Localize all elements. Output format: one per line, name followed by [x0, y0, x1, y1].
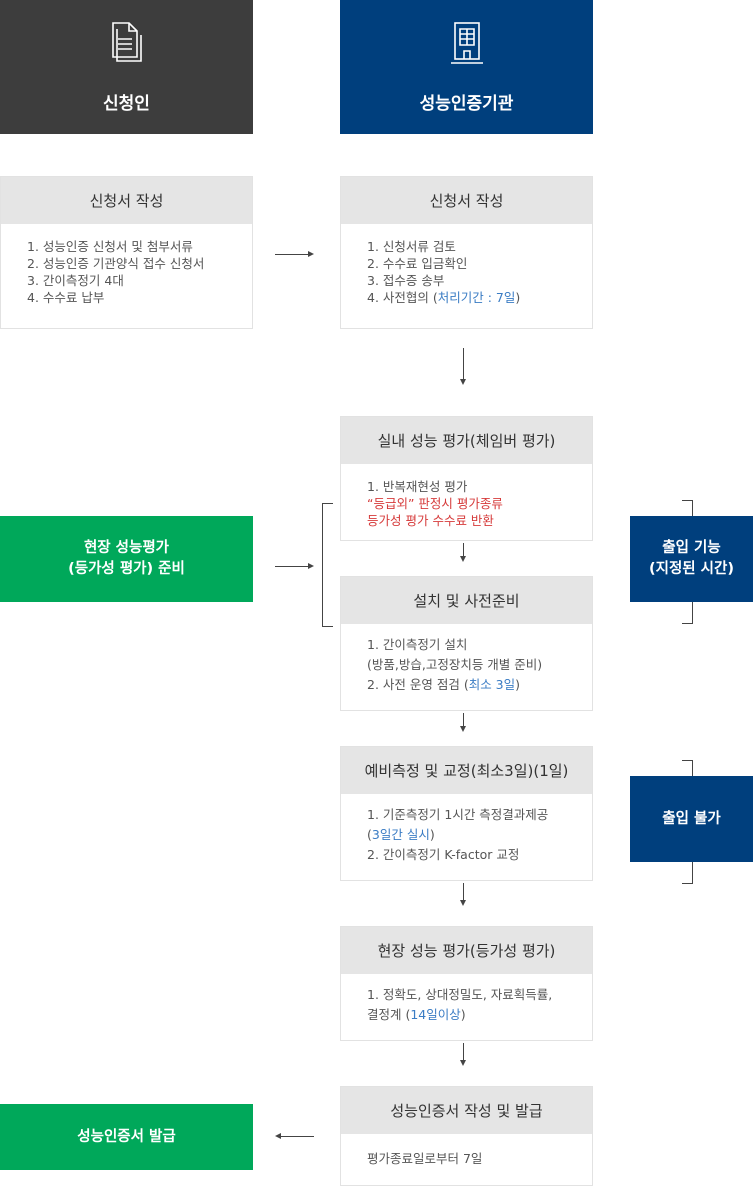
- card-title: 현장 성능 평가(등가성 평가): [341, 927, 592, 974]
- certificate-card: 성능인증서 작성 및 발급 평가종료일로부터 7일: [340, 1086, 593, 1186]
- list-item: 3. 접수증 송부: [367, 273, 445, 288]
- card-title: 성능인증서 작성 및 발급: [341, 1087, 592, 1134]
- field-eval-prep-box: 현장 성능평가(등가성 평가) 준비: [0, 516, 253, 602]
- bracket-top: [682, 760, 693, 776]
- list-item: 2. 간이측정기 K-factor 교정: [367, 847, 520, 862]
- applicant-header: 신청인: [0, 0, 253, 134]
- access-denied-box: 출입 불가: [630, 776, 753, 862]
- field-eval-card: 현장 성능 평가(등가성 평가) 1. 정확도, 상대정밀도, 자료획득률, 결…: [340, 926, 593, 1041]
- card-title: 신청서 작성: [341, 177, 592, 224]
- warning-text: “등급외” 판정시 평가종류: [367, 496, 503, 511]
- list-item: 1. 간이측정기 설치: [367, 637, 468, 652]
- card-title: 실내 성능 평가(체임버 평가): [341, 417, 592, 464]
- bracket-bottom: [682, 862, 693, 884]
- bracket-top: [682, 500, 693, 516]
- certificate-issue-box: 성능인증서 발급: [0, 1104, 253, 1170]
- list-item: 결정계 (14일이상): [367, 1007, 466, 1022]
- applicant-title: 신청인: [103, 94, 150, 114]
- agency-title: 성능인증기관: [419, 94, 514, 114]
- warning-text: 등가성 평가 수수료 반환: [367, 513, 494, 528]
- bracket-bottom: [682, 602, 693, 624]
- list-item: 1. 기준측정기 1시간 측정결과제공: [367, 807, 549, 822]
- list-item: 1. 정확도, 상대정밀도, 자료획득률,: [367, 987, 553, 1002]
- install-prep-card: 설치 및 사전준비 1. 간이측정기 설치 (방품,방습,고정장치등 개별 준비…: [340, 576, 593, 711]
- list-item: (3일간 실시): [367, 827, 435, 842]
- list-item: 1. 반복재현성 평가: [367, 479, 468, 494]
- card-title: 예비측정 및 교정(최소3일)(1일): [341, 747, 592, 794]
- list-item: 2. 사전 운영 점검 (최소 3일): [367, 677, 521, 692]
- list-item: 2. 수수료 입금확인: [367, 256, 468, 271]
- card-title: 설치 및 사전준비: [341, 577, 592, 624]
- card-title: 신청서 작성: [1, 177, 252, 224]
- list-item: 4. 사전협의 (처리기간 : 7일): [367, 290, 521, 305]
- chamber-eval-card: 실내 성능 평가(체임버 평가) 1. 반복재현성 평가 “등급외” 판정시 평…: [340, 416, 593, 541]
- list-item: 1. 신청서류 검토: [367, 239, 456, 254]
- list-item: 2. 성능인증 기관양식 접수 신청서: [27, 256, 205, 271]
- access-allowed-box: 출입 기능(지정된 시간): [630, 516, 753, 602]
- applicant-form-card: 신청서 작성 1. 성능인증 신청서 및 첨부서류 2. 성능인증 기관양식 접…: [0, 176, 253, 329]
- pre-measure-card: 예비측정 및 교정(최소3일)(1일) 1. 기준측정기 1시간 측정결과제공 …: [340, 746, 593, 881]
- list-item: (방품,방습,고정장치등 개별 준비): [367, 657, 543, 672]
- agency-form-card: 신청서 작성 1. 신청서류 검토 2. 수수료 입금확인 3. 접수증 송부 …: [340, 176, 593, 329]
- building-icon: [450, 22, 483, 64]
- list-item: 1. 성능인증 신청서 및 첨부서류: [27, 239, 193, 254]
- document-icon: [111, 22, 142, 62]
- certificate-note: 평가종료일로부터 7일: [367, 1151, 483, 1166]
- list-item: 3. 간이측정기 4대: [27, 273, 124, 288]
- agency-header: 성능인증기관: [340, 0, 593, 134]
- list-item: 4. 수수료 납부: [27, 290, 105, 305]
- left-bracket: [322, 503, 333, 627]
